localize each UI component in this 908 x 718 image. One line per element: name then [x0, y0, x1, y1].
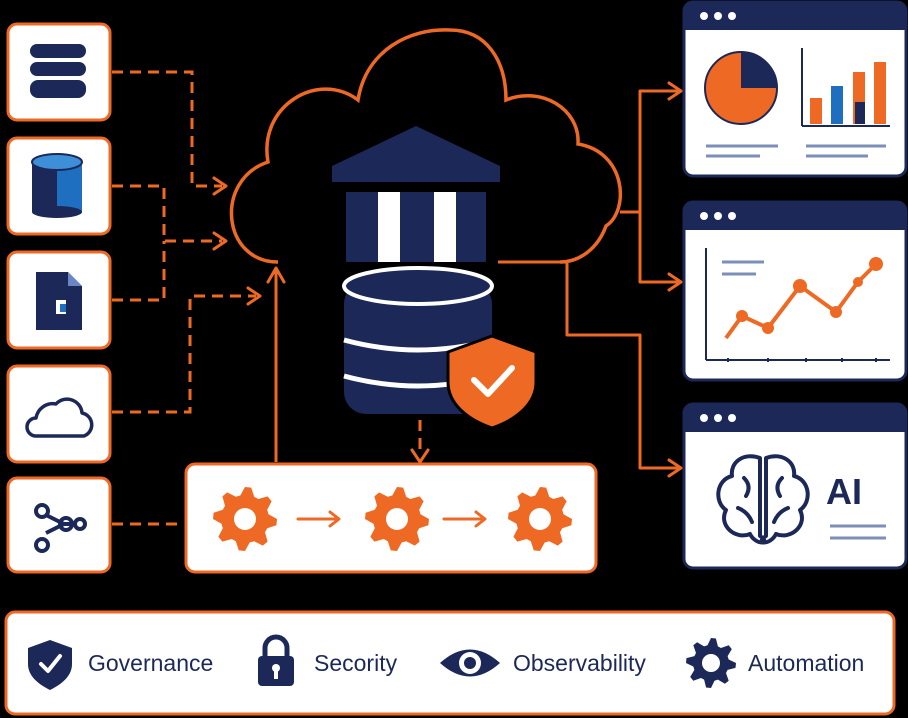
connector-source-3 [112, 241, 166, 302]
connector-source-1 [112, 70, 222, 188]
arrowhead-5 [266, 266, 286, 284]
legend-bar: Governance Secority Observability Automa… [4, 610, 896, 716]
connector-cloud-to-output-2 [638, 212, 678, 284]
central-hub [229, 28, 623, 430]
connector-source-4 [112, 294, 256, 414]
window-dots [700, 12, 736, 20]
document-file-icon [36, 272, 82, 330]
arrowhead-6 [667, 81, 683, 101]
arrowhead-4 [410, 448, 430, 464]
legend-label-observability: Observability [513, 650, 646, 676]
window-dots [700, 414, 736, 422]
pie-bar-chart-icon [704, 48, 890, 158]
output-connectors [274, 89, 678, 470]
output-panel-2 [682, 200, 908, 382]
cylinder-storage-icon [31, 153, 83, 218]
output-panel-1 [682, 0, 908, 178]
gear-icon [508, 487, 572, 551]
output-panel-3: AI [682, 402, 908, 570]
legend-label-automation: Automation [748, 650, 864, 676]
ai-text-lines [830, 524, 886, 540]
connector-source-2 [112, 184, 222, 243]
arrowhead-3 [246, 286, 262, 306]
shield-check-icon [28, 640, 72, 690]
cloud-outline-icon [25, 397, 94, 438]
arrow-right-icon [442, 510, 487, 528]
pipeline-box [184, 462, 598, 574]
padlock-icon [258, 634, 294, 686]
gear-icon [686, 638, 736, 688]
source-connectors [112, 70, 422, 526]
line-chart-icon [705, 248, 890, 362]
connector-cloud-to-output-1 [620, 89, 678, 214]
ai-label: AI [826, 471, 862, 512]
arrowhead-8 [667, 458, 683, 478]
gear-icon [213, 487, 277, 551]
source-box-5 [6, 476, 112, 574]
source-box-3 [6, 250, 112, 350]
bank-building-icon [332, 126, 500, 262]
shield-check-icon [446, 334, 538, 430]
source-box-2 [6, 136, 112, 236]
shield-check-mark [39, 654, 62, 673]
cloud-outline-icon [229, 28, 623, 264]
arrowheads [212, 81, 683, 478]
source-box-4 [6, 364, 112, 464]
pipeline-gears [213, 487, 572, 551]
arrow-right-icon [296, 510, 341, 528]
legend-label-secority: Secority [314, 650, 398, 676]
legend-label-governance: Governance [88, 650, 213, 676]
database-stack-icon [30, 44, 86, 98]
connector-cloud-to-output-3 [498, 260, 678, 470]
arrowhead-7 [667, 272, 683, 292]
window-dots [700, 212, 736, 220]
network-nodes-icon [34, 503, 87, 553]
eye-icon [440, 649, 500, 677]
arrowhead-1 [212, 176, 228, 196]
arrowhead-2 [212, 231, 228, 251]
source-box-1 [6, 22, 112, 122]
brain-icon [716, 454, 810, 545]
gear-icon [365, 487, 429, 551]
